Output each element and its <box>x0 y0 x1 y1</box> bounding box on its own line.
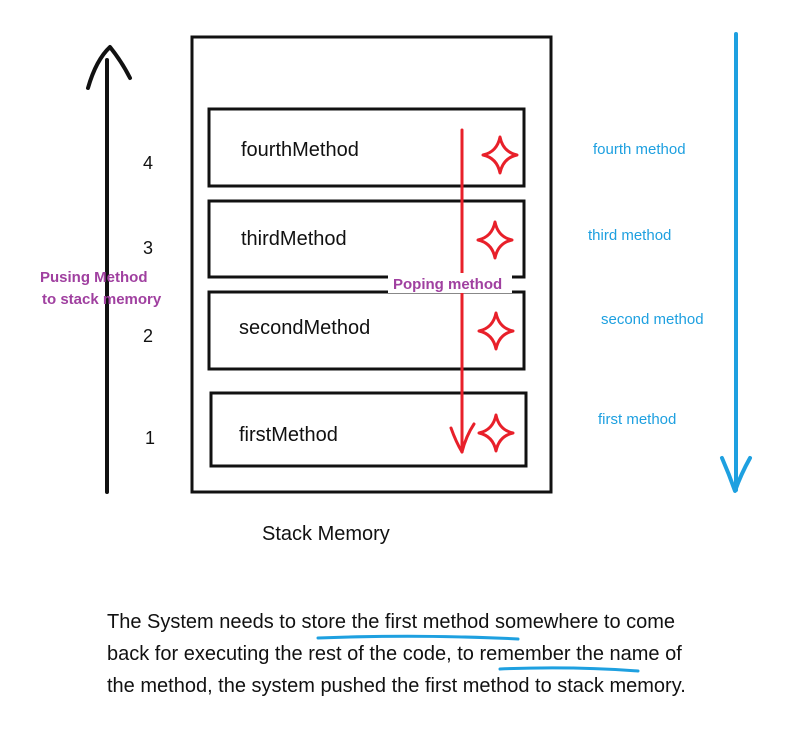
svg-text:to stack memory: to stack memory <box>42 291 162 308</box>
level-number-2: 2 <box>143 326 153 346</box>
pop-label: Poping method <box>393 276 502 293</box>
frame-box-third <box>207 199 526 279</box>
explanation: The System needs to store the first meth… <box>107 611 686 697</box>
blue-down-arrow <box>720 32 752 493</box>
highlight-store-first-method: store the first method <box>302 611 490 633</box>
explanation-line-1: The System needs to store the first meth… <box>107 611 675 633</box>
underline-to-remember-the <box>498 666 640 673</box>
push-arrow <box>86 45 132 494</box>
level-number-4: 4 <box>143 153 153 173</box>
frame-label-first: firstMethod <box>239 424 338 446</box>
push-label: Pusing Method to stack memory <box>40 269 162 308</box>
pop-label-bg <box>388 273 512 293</box>
frame-box-fourth <box>207 107 526 188</box>
sparkle-icon-first <box>477 413 515 453</box>
level-number-3: 3 <box>143 238 153 258</box>
stack-caption: Stack Memory <box>262 523 390 545</box>
sparkle-icon-third <box>476 220 514 260</box>
frame-label-second: secondMethod <box>239 317 370 339</box>
frame-label-third: thirdMethod <box>241 228 347 250</box>
level-number-1: 1 <box>145 428 155 448</box>
explanation-line-3: the method, the system pushed the first … <box>107 675 686 697</box>
explanation-line-2: back for executing the rest of the code,… <box>107 643 682 665</box>
sparkle-icon-fourth <box>481 135 519 175</box>
stack-container <box>190 35 553 494</box>
sparkle-icon-second <box>477 311 515 351</box>
frame-box-first <box>209 391 528 468</box>
svg-text:Pusing Method: Pusing Method <box>40 269 148 286</box>
frame-box-second <box>207 290 526 371</box>
highlight-to-remember-the: to remember the <box>457 643 604 665</box>
frame-label-fourth: fourthMethod <box>241 139 359 161</box>
side-label-first: first method <box>598 411 676 428</box>
side-label-second: second method <box>601 311 704 328</box>
side-label-fourth: fourth method <box>593 141 686 158</box>
underline-store-first-method <box>316 634 520 641</box>
side-label-third: third method <box>588 227 671 244</box>
